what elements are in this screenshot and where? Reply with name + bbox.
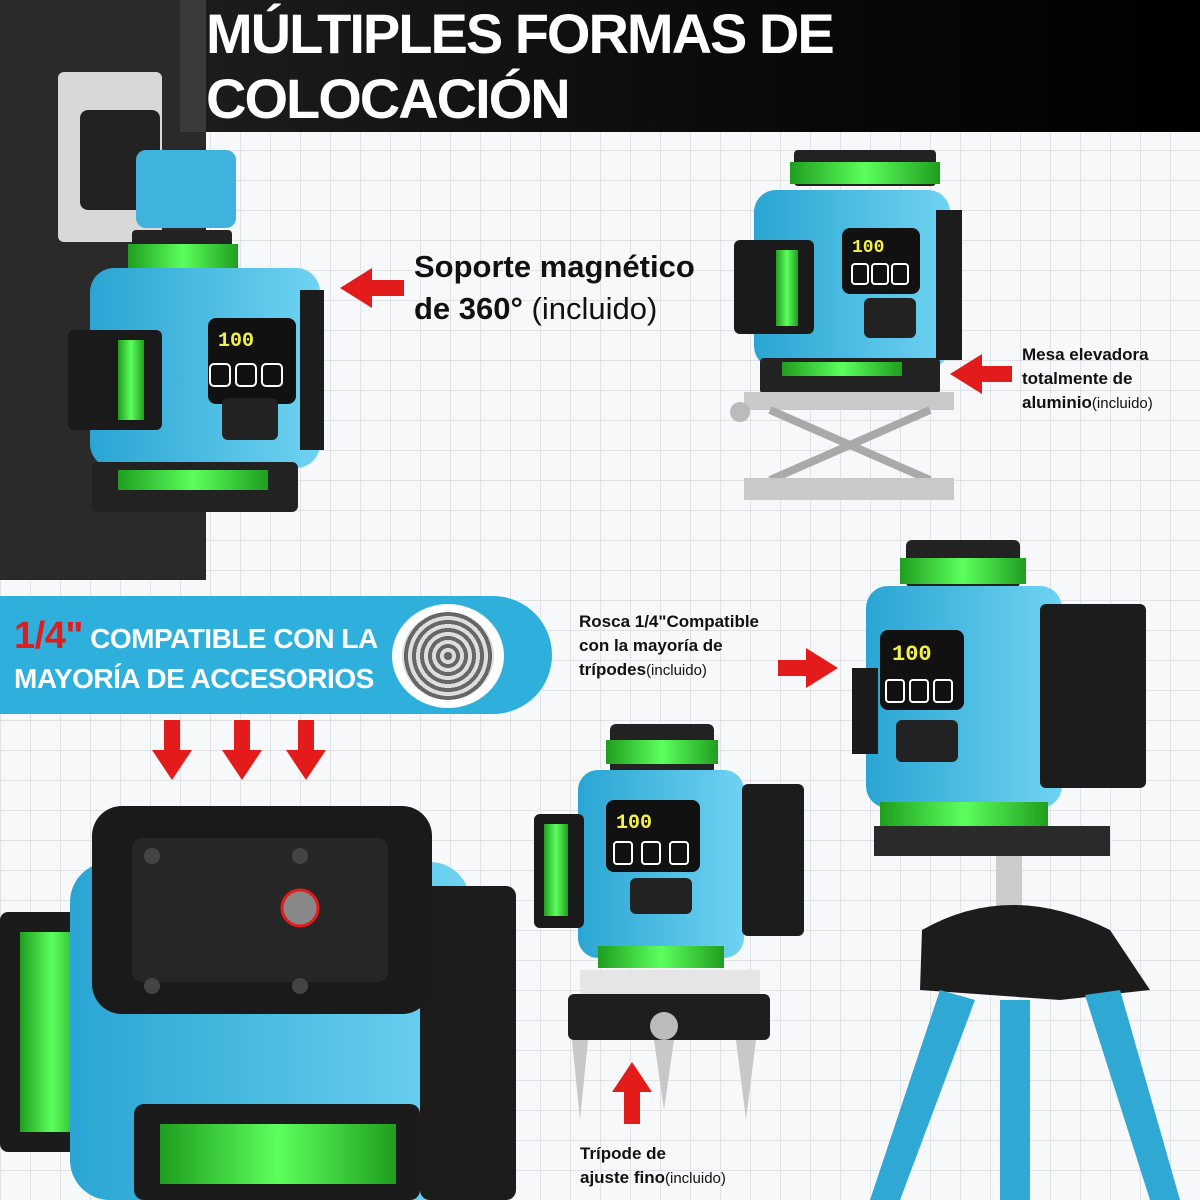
display-panel [880, 630, 964, 710]
svg-text:100: 100 [218, 330, 254, 353]
laser-fine-adjust: 100 [534, 724, 804, 1120]
thread-line3: trípodes(incluido) [579, 658, 759, 683]
label-magnetic-support: Soporte magnético de 360° (incluido) [414, 246, 695, 330]
fine-included: (incluido) [665, 1170, 726, 1187]
table-line2: totalmente de [1022, 369, 1133, 388]
arrow-down-2 [222, 720, 262, 780]
arrow-left-table [950, 354, 1012, 394]
thread-included: (incluido) [646, 662, 707, 679]
quarter-inch-socket [280, 888, 320, 928]
magnetic-included: (incluido) [522, 291, 658, 326]
fine-line1: Trípode de [580, 1144, 666, 1163]
laser-base [874, 826, 1110, 856]
svg-text:100: 100 [616, 812, 652, 835]
rotary-plate [580, 970, 760, 994]
table-line3: aluminio(incluido) [1022, 391, 1153, 416]
spike-left [572, 1040, 588, 1120]
tripod-leg-left [870, 990, 975, 1200]
fine-adjust: ajuste fino [580, 1168, 666, 1187]
banner-line1-rest: COMPATIBLE CON LA [82, 623, 378, 654]
thread-line2: con la mayoría de [579, 636, 723, 655]
table-material: aluminio [1022, 393, 1092, 412]
magnetic-line2: de 360° (incluido) [414, 288, 695, 330]
spike-center [654, 1040, 674, 1110]
display-panel [842, 228, 920, 294]
arrow-down-1 [152, 720, 192, 780]
lift-scissor [768, 406, 932, 484]
label-lift-table: Mesa elevadora totalmente de aluminio(in… [1022, 343, 1153, 416]
arrow-left-magnetic [340, 268, 404, 308]
wall-edge [180, 0, 206, 132]
laser-base-closeup [0, 806, 516, 1200]
fine-line2: ajuste fino(incluido) [580, 1166, 726, 1191]
page-title: MÚLTIPLES FORMAS DE COLOCACIÓN [206, 2, 835, 130]
swivel-head [136, 150, 236, 228]
arrow-right-thread [778, 648, 838, 688]
banner-line1: 1/4" COMPATIBLE CON LA [14, 616, 378, 659]
svg-text:100: 100 [852, 238, 884, 258]
magnetic-angle: de 360° [414, 291, 523, 326]
title-bar [206, 0, 1200, 132]
label-fine-tripod: Trípode de ajuste fino(incluido) [580, 1142, 726, 1191]
table-included: (incluido) [1091, 395, 1153, 412]
thread-line1: Rosca 1/4"Compatible [579, 612, 760, 631]
magnetic-line1: Soporte magnético [414, 249, 695, 284]
lift-top [744, 392, 954, 410]
laser-window-top [128, 244, 238, 268]
banner-quarter: 1/4" [14, 615, 83, 657]
spike-right [736, 1040, 756, 1120]
table-line1: Mesa elevadora [1022, 345, 1149, 364]
laser-magnetic-mount: 100 [58, 72, 324, 512]
display-panel [606, 800, 700, 872]
laser-lift-table: 100 [730, 150, 962, 500]
laser-tripod: 100 [852, 540, 1180, 1200]
banner-text: 1/4" COMPATIBLE CON LA MAYORÍA DE ACCESO… [14, 616, 378, 699]
banner-line2: MAYORÍA DE ACCESORIOS [14, 663, 374, 694]
lift-bottom [744, 478, 954, 500]
arrow-up-fine [612, 1062, 652, 1124]
svg-text:100: 100 [892, 642, 932, 667]
screw-thread-icon [402, 612, 494, 700]
label-thread: Rosca 1/4"Compatible con la mayoría de t… [579, 610, 759, 683]
tripod-head [920, 905, 1150, 1000]
tripod-leg-right [1085, 990, 1180, 1200]
arrow-down-3 [286, 720, 326, 780]
tripod-leg-center [1000, 1000, 1030, 1200]
thread-tripods: trípodes [579, 660, 647, 679]
